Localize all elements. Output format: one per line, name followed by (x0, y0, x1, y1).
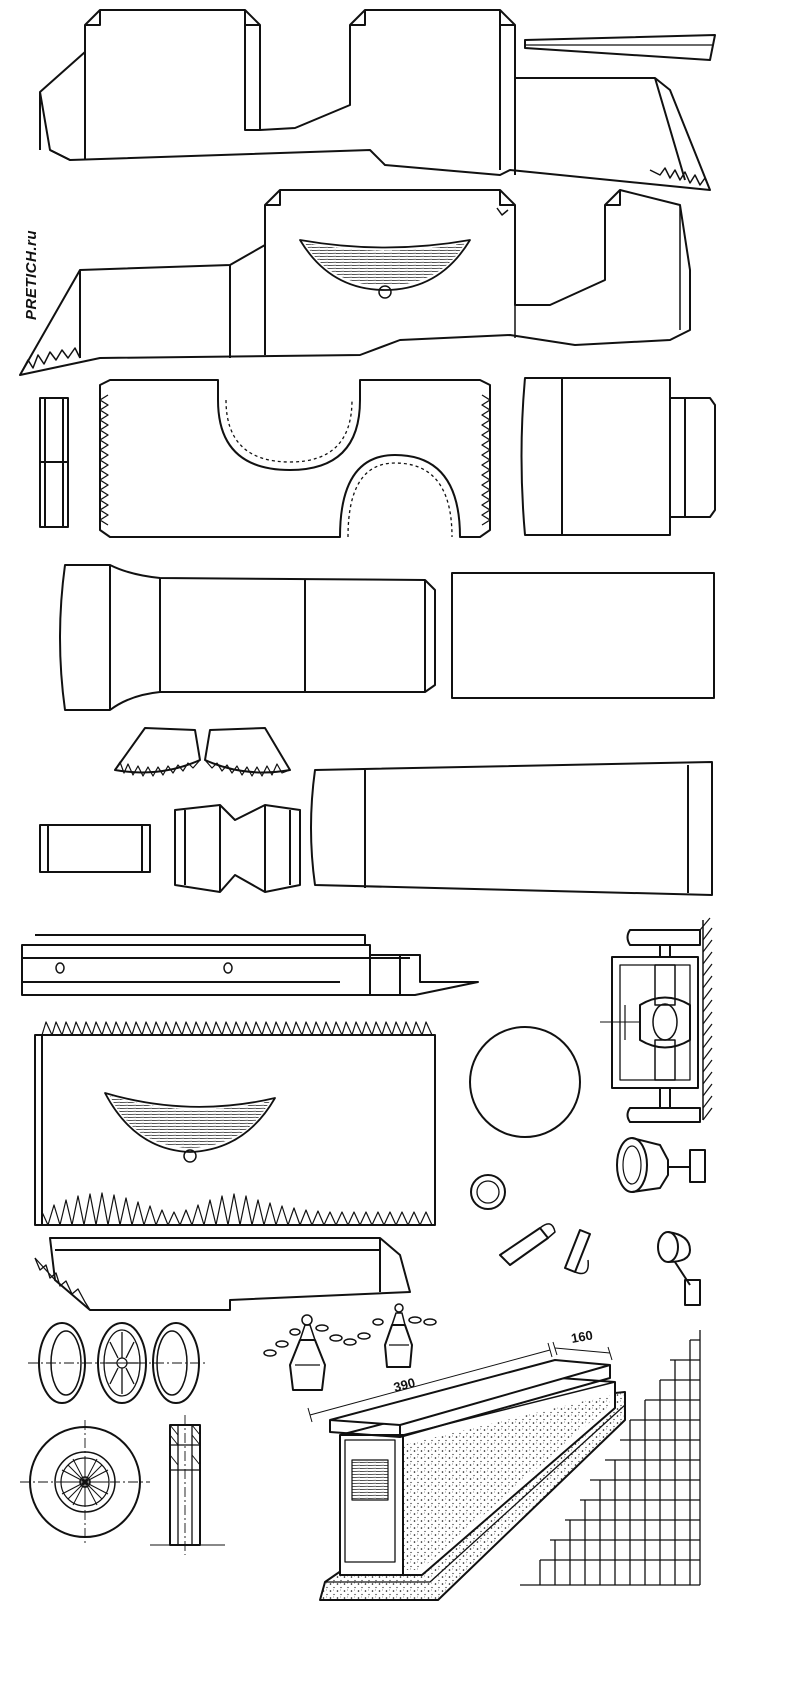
spoked-wheel-front (20, 1420, 150, 1545)
hook-part-2 (565, 1230, 590, 1274)
end-cap-piece (40, 398, 68, 527)
round-disc-large (470, 1027, 580, 1137)
axle-assembly-drawing (600, 918, 712, 1122)
tender-side-panel (35, 1022, 435, 1225)
frame-rail-piece (22, 935, 478, 995)
display-pedestal-base (308, 1342, 625, 1600)
plain-panel-1 (452, 573, 714, 698)
scale-grid (520, 1330, 700, 1585)
small-box-net-1 (40, 825, 150, 872)
long-panel-piece (311, 762, 712, 895)
lower-boiler-side (35, 1238, 410, 1310)
bollard-post-2 (385, 1304, 412, 1367)
lamp-fixture-1 (617, 1138, 705, 1192)
small-box-net-2 (175, 805, 300, 892)
body-side-panel-1 (40, 10, 715, 190)
hook-part-1 (500, 1224, 555, 1265)
lamp-fixture-2 (658, 1232, 700, 1305)
boiler-wrap-panel (100, 380, 490, 537)
dimension-length-label: 390 (392, 1375, 417, 1395)
cab-block-piece (522, 378, 716, 535)
body-side-panel-2 (20, 190, 690, 375)
chain-link (264, 1317, 436, 1356)
boiler-tube-piece (60, 565, 435, 710)
fender-pieces (115, 728, 290, 776)
wheel-cross-section (150, 1415, 225, 1555)
watermark-text: PRETICH.ru (23, 230, 40, 320)
dimension-width-label: 160 (570, 1327, 594, 1346)
round-ring-small (471, 1175, 505, 1209)
bollard-post-1 (290, 1315, 325, 1390)
